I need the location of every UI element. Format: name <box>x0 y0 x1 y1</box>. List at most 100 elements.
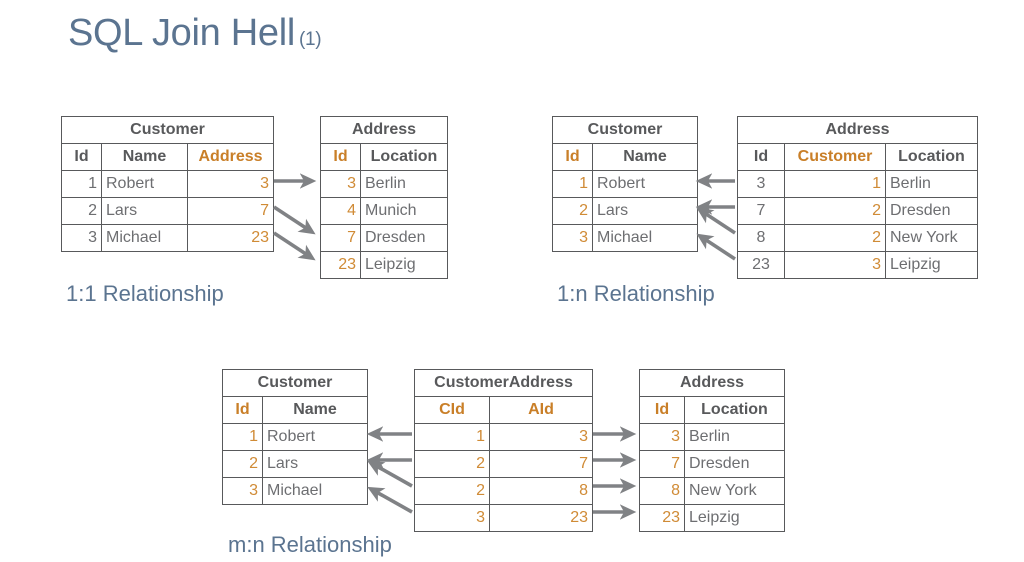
page-title: SQL Join Hell(1) <box>68 12 322 55</box>
relationship-label-1ton: 1:n Relationship <box>557 281 715 306</box>
page-title-main: SQL Join Hell <box>68 12 296 54</box>
cell-id: 1 <box>61 170 102 198</box>
cell-id: 7 <box>639 450 685 478</box>
table-name: CustomerAddress <box>413 369 594 397</box>
table-row: 2 8 <box>414 477 594 505</box>
arrow-1ton-row4 <box>696 233 736 261</box>
table-name: Address <box>320 116 448 144</box>
table-name: Address <box>639 369 785 397</box>
column-header-id: Id <box>552 143 593 171</box>
table-header-row: Id Name Address <box>61 143 275 171</box>
relationship-label-mton: m:n Relationship <box>228 532 392 557</box>
column-header-name: Name <box>101 143 188 171</box>
cell-id: 2 <box>552 197 593 225</box>
table-row: 8 New York <box>639 477 785 505</box>
cell-aid: 8 <box>488 477 594 505</box>
page-title-suffix: (1) <box>299 29 322 50</box>
table-row: 7 2 Dresden <box>737 197 978 225</box>
relationship-label-1to1: 1:1 Relationship <box>66 281 224 306</box>
cell-cid: 2 <box>414 477 490 505</box>
table-address-1ton: Address Id Customer Location 3 1 Berlin … <box>737 116 978 279</box>
arrow-mton-left-row3 <box>367 460 413 488</box>
cell-address: 3 <box>186 170 275 198</box>
table-title-row: Address <box>320 116 448 144</box>
cell-id: 3 <box>320 170 361 198</box>
cell-id: 23 <box>737 251 785 279</box>
cell-id: 1 <box>222 423 263 451</box>
arrow-group-1ton <box>695 173 736 261</box>
table-name: Customer <box>222 369 368 397</box>
column-header-name: Name <box>262 396 368 424</box>
column-header-id: Id <box>737 143 785 171</box>
table-row: 3 Michael 23 <box>61 224 275 252</box>
cell-id: 3 <box>552 224 593 252</box>
table-row: 3 Berlin <box>639 423 785 451</box>
cell-id: 23 <box>639 504 685 532</box>
cell-name: Michael <box>592 224 698 252</box>
cell-cid: 1 <box>414 423 490 451</box>
table-title-row: CustomerAddress <box>413 369 594 397</box>
table-address-1to1: Address Id Location 3 Berlin 4 Munich 7 … <box>320 116 448 279</box>
table-row: 7 Dresden <box>320 224 448 252</box>
cell-location: Leipzig <box>360 251 448 279</box>
table-row: 1 Robert 3 <box>61 170 275 198</box>
table-row: 2 Lars <box>552 197 698 225</box>
column-header-aid: AId <box>488 396 594 424</box>
cell-id: 2 <box>61 197 102 225</box>
arrow-1to1-row2 <box>273 205 316 235</box>
column-header-name: Name <box>592 143 698 171</box>
column-header-location: Location <box>684 396 785 424</box>
cell-address: 23 <box>186 224 275 252</box>
table-title-row: Customer <box>552 116 698 144</box>
table-header-row: Id Name <box>552 143 698 171</box>
cell-aid: 7 <box>488 450 594 478</box>
cell-customer: 2 <box>784 197 886 225</box>
arrow-1ton-row3 <box>696 207 736 235</box>
table-customeraddress-mton: CustomerAddress CId AId 1 3 2 7 2 8 3 23 <box>413 369 594 532</box>
cell-id: 8 <box>639 477 685 505</box>
arrow-group-mton-left <box>366 426 413 514</box>
cell-location: Leipzig <box>684 504 785 532</box>
cell-id: 23 <box>320 251 361 279</box>
table-header-row: Id Name <box>222 396 368 424</box>
cell-name: Robert <box>262 423 368 451</box>
cell-cid: 3 <box>414 504 490 532</box>
cell-address: 7 <box>186 197 275 225</box>
cell-location: Dresden <box>885 197 978 225</box>
cell-id: 7 <box>320 224 361 252</box>
arrow-group-1to1 <box>273 173 317 261</box>
column-header-address: Address <box>186 143 275 171</box>
table-address-mton: Address Id Location 3 Berlin 7 Dresden 8… <box>639 369 785 532</box>
table-row: 23 3 Leipzig <box>737 251 978 279</box>
column-header-location: Location <box>360 143 448 171</box>
cell-id: 2 <box>222 450 263 478</box>
column-header-location: Location <box>885 143 978 171</box>
cell-id: 7 <box>737 197 785 225</box>
table-name: Customer <box>552 116 698 144</box>
cell-id: 3 <box>737 170 785 198</box>
cell-id: 1 <box>552 170 593 198</box>
arrow-mton-left-row4 <box>367 486 413 514</box>
table-customer-mton: Customer Id Name 1 Robert 2 Lars 3 Micha… <box>222 369 368 505</box>
table-row: 23 Leipzig <box>639 504 785 532</box>
table-row: 1 Robert <box>552 170 698 198</box>
table-row: 3 Berlin <box>320 170 448 198</box>
table-customer-1ton: Customer Id Name 1 Robert 2 Lars 3 Micha… <box>552 116 698 252</box>
cell-name: Michael <box>101 224 188 252</box>
table-row: 4 Munich <box>320 197 448 225</box>
table-row: 2 7 <box>414 450 594 478</box>
table-name: Address <box>737 116 978 144</box>
cell-cid: 2 <box>414 450 490 478</box>
table-row: 7 Dresden <box>639 450 785 478</box>
cell-customer: 2 <box>784 224 886 252</box>
cell-aid: 3 <box>488 423 594 451</box>
table-row: 3 1 Berlin <box>737 170 978 198</box>
table-title-row: Address <box>737 116 978 144</box>
cell-name: Lars <box>262 450 368 478</box>
cell-location: Berlin <box>885 170 978 198</box>
table-row: 3 Michael <box>552 224 698 252</box>
table-row: 23 Leipzig <box>320 251 448 279</box>
column-header-id: Id <box>222 396 263 424</box>
table-row: 3 23 <box>414 504 594 532</box>
table-title-row: Address <box>639 369 785 397</box>
